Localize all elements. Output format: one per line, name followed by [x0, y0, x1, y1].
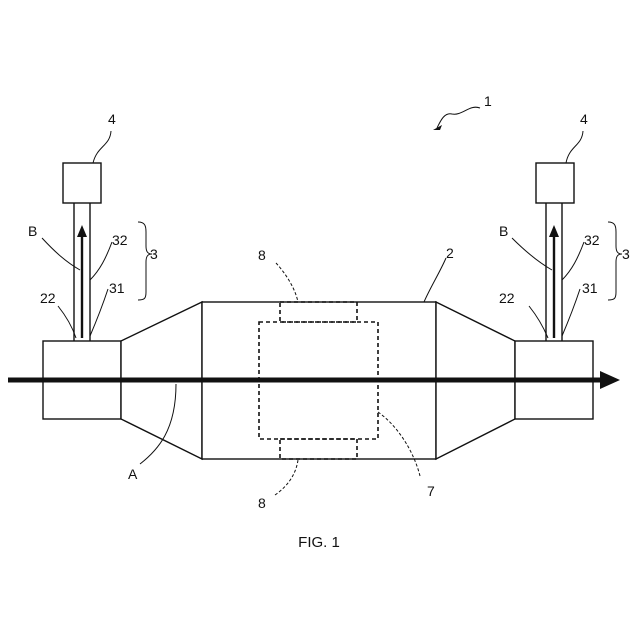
label-pipe-inner-right: 31 [582, 280, 598, 296]
label-pipe-inner-left: 31 [109, 280, 125, 296]
right-sensor-assembly [536, 163, 574, 341]
label-sensor-left: 4 [108, 111, 116, 127]
right-sensor-box [536, 163, 574, 203]
leader-pipe-outer-left [90, 242, 112, 280]
label-element-bottom: 8 [258, 495, 266, 511]
label-element-top: 8 [258, 247, 266, 263]
leader-system [437, 107, 480, 128]
brace-right [608, 222, 622, 300]
leader-element-top [276, 263, 298, 302]
leader-pipe-inner-left [90, 289, 108, 336]
label-body: 2 [446, 245, 454, 261]
label-inlet-left: 22 [40, 290, 56, 306]
leader-sensor-right [566, 131, 583, 163]
label-pipe-outer-right: 32 [584, 232, 600, 248]
braces [138, 222, 622, 300]
leader-element-bottom [275, 460, 298, 495]
label-sensor-right: 4 [580, 111, 588, 127]
label-branch-flow-right: B [499, 223, 508, 239]
leader-pipe-outer-right [562, 242, 584, 280]
label-branch-flow-left: B [28, 223, 37, 239]
label-inlet-right: 22 [499, 290, 515, 306]
leader-pipe-inner-right [562, 289, 580, 336]
left-sensor-box [63, 163, 101, 203]
left-branch-arrow-head [77, 225, 87, 237]
label-main-flow: A [128, 466, 138, 482]
label-system: 1 [484, 93, 492, 109]
leader-body [424, 258, 446, 302]
figure-caption: FIG. 1 [298, 534, 340, 551]
label-sensor-unit-right: 3 [622, 246, 630, 262]
leader-system-arrow [433, 125, 442, 130]
right-branch-arrow-head [549, 225, 559, 237]
label-sensor-unit-left: 3 [150, 246, 158, 262]
leader-inlet-right [529, 306, 548, 338]
label-region: 7 [427, 483, 435, 499]
left-sensor-assembly [63, 163, 101, 341]
label-pipe-outer-left: 32 [112, 232, 128, 248]
main-flow-arrow-head [600, 371, 620, 389]
leader-sensor-left [93, 131, 111, 163]
